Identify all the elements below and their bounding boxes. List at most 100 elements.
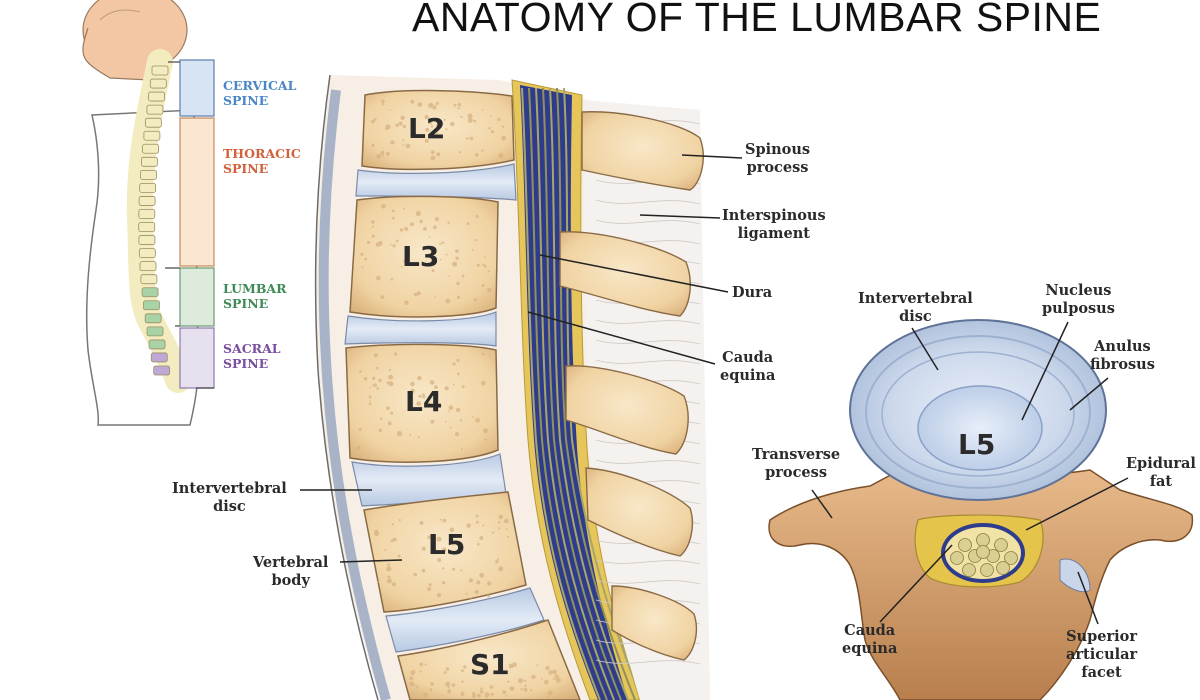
bone-speckle xyxy=(469,597,472,599)
bone-speckle xyxy=(461,385,465,389)
bone-speckle xyxy=(428,236,431,238)
bone-speckle xyxy=(455,256,459,260)
bone-speckle xyxy=(416,291,421,296)
small-vertebra xyxy=(151,65,169,76)
vertebra-label-axial-l5: L5 xyxy=(958,428,996,461)
bone-speckle xyxy=(474,238,477,242)
vertebra-label-l4: L4 xyxy=(405,385,443,418)
small-vertebra xyxy=(144,117,162,128)
bone-speckle xyxy=(475,520,479,524)
axial-nerve-root xyxy=(996,561,1010,575)
bone-speckle xyxy=(498,153,504,158)
label-intervertebral-disc-axial: Intervertebral disc xyxy=(858,290,973,326)
vertebra-l4 xyxy=(345,343,499,463)
bone-speckle xyxy=(416,401,422,406)
bone-speckle xyxy=(506,535,509,538)
bone-speckle xyxy=(483,256,486,258)
bone-speckle xyxy=(419,219,423,224)
bone-speckle xyxy=(417,375,422,381)
bone-speckle xyxy=(428,120,433,125)
bone-speckle xyxy=(474,153,479,157)
region-line: SPINE xyxy=(223,356,269,371)
bone-speckle xyxy=(428,102,434,108)
region-label-thoracic: THORACIC SPINE xyxy=(223,146,301,176)
sagittal-section xyxy=(314,74,710,700)
region-line: LUMBAR xyxy=(223,281,287,296)
bone-speckle xyxy=(373,383,377,387)
bone-speckle xyxy=(489,685,494,689)
bone-speckle xyxy=(372,376,376,380)
bone-speckle xyxy=(430,150,435,155)
bone-speckle xyxy=(449,527,455,533)
bone-speckle xyxy=(415,210,421,217)
bone-speckle xyxy=(449,426,452,429)
bone-speckle xyxy=(481,109,484,111)
bone-speckle xyxy=(436,593,442,598)
bone-speckle xyxy=(471,416,474,418)
label-interspinous-ligament: Interspinous ligament xyxy=(722,207,826,243)
bone-speckle xyxy=(487,594,491,598)
bone-speckle xyxy=(475,514,479,518)
small-vertebra xyxy=(143,300,160,311)
small-vertebra xyxy=(146,104,164,115)
bone-speckle xyxy=(439,518,442,521)
label-line: fat xyxy=(1149,473,1173,490)
bone-speckle xyxy=(477,693,481,698)
label-spinous-process: Spinous process xyxy=(745,141,810,177)
bone-speckle xyxy=(404,300,409,306)
bone-speckle xyxy=(439,258,442,261)
small-vertebra xyxy=(138,222,156,232)
bone-speckle xyxy=(376,387,379,390)
bone-speckle xyxy=(545,665,550,671)
bone-speckle xyxy=(452,567,456,571)
axial-nerve-root xyxy=(950,551,964,565)
bone-speckle xyxy=(473,119,477,123)
bone-speckle xyxy=(409,222,414,227)
bone-speckle xyxy=(479,536,484,540)
bone-speckle xyxy=(524,684,527,687)
region-label-lumbar: LUMBAR SPINE xyxy=(223,281,287,311)
bone-speckle xyxy=(482,524,485,527)
spinous-process-3 xyxy=(565,365,689,455)
bone-speckle xyxy=(391,523,394,526)
bone-speckle xyxy=(546,695,549,698)
label-vertebral-body: Vertebral body xyxy=(253,554,328,590)
bone-speckle xyxy=(447,689,452,694)
axial-nerve-root xyxy=(962,563,976,577)
label-line: Cauda xyxy=(844,622,896,639)
bone-speckle xyxy=(368,402,372,406)
bone-speckle xyxy=(453,103,457,107)
spinous-process-1 xyxy=(581,111,704,191)
bone-speckle xyxy=(461,680,464,683)
bone-speckle xyxy=(445,420,447,423)
bone-speckle xyxy=(460,448,463,451)
bone-speckle xyxy=(430,155,436,161)
label-line: Intervertebral xyxy=(172,480,287,497)
small-vertebra xyxy=(139,261,157,272)
vertebra-l5 xyxy=(363,491,527,613)
label-line: Interspinous xyxy=(722,207,826,224)
bone-speckle xyxy=(457,534,461,538)
bone-speckle xyxy=(373,118,377,121)
bone-speckle xyxy=(410,388,415,393)
bone-speckle xyxy=(451,683,456,687)
nerve-strand xyxy=(542,87,622,700)
bone-speckle xyxy=(555,677,561,683)
bone-speckle xyxy=(390,140,395,145)
bone-speckle xyxy=(427,587,432,592)
bone-speckle xyxy=(458,151,461,154)
bone-speckle xyxy=(425,402,431,408)
bone-speckle xyxy=(371,384,374,387)
bone-speckle xyxy=(465,592,468,596)
region-label-sacral: SACRAL SPINE xyxy=(223,341,281,371)
bone-speckle xyxy=(417,102,423,107)
nerve-strand xyxy=(556,87,636,700)
nerve-strand xyxy=(535,87,615,700)
bone-speckle xyxy=(400,115,405,121)
bone-speckle xyxy=(419,662,424,666)
bone-speckle xyxy=(505,694,508,697)
bone-speckle xyxy=(413,572,418,577)
ligament-fiber xyxy=(595,319,701,325)
bone-speckle xyxy=(413,292,418,297)
bone-speckle xyxy=(460,569,463,572)
